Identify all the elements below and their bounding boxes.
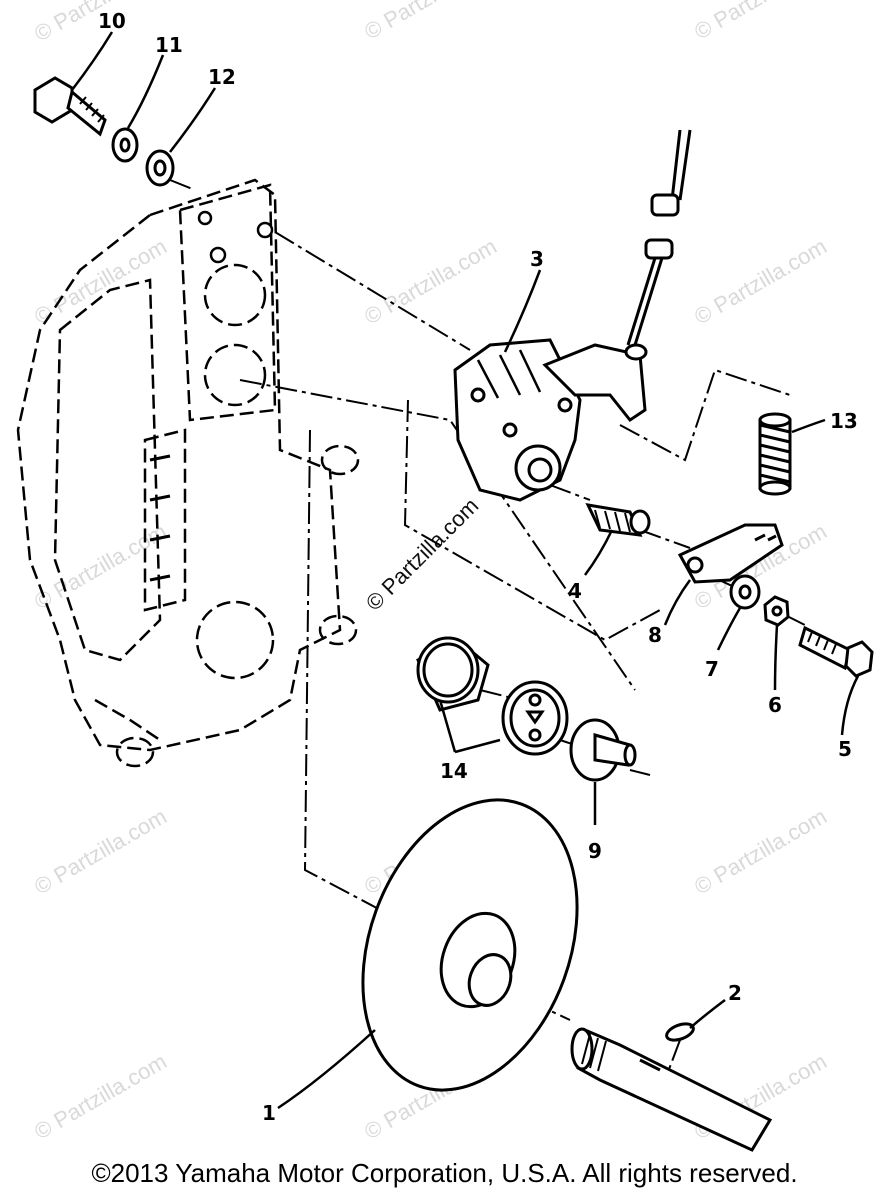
callout-10: 10	[98, 9, 126, 33]
callout-13: 13	[830, 409, 858, 433]
watermark: © Partzilla.com	[690, 804, 831, 900]
callout-2: 2	[728, 981, 742, 1005]
part-5-bolt	[798, 625, 874, 678]
watermark: © Partzilla.com	[690, 0, 831, 44]
callout-4: 4	[568, 579, 582, 603]
callout-6: 6	[768, 693, 782, 717]
watermark: © Partzilla.com	[360, 234, 501, 330]
copyright-notice: ©2013 Yamaha Motor Corporation, U.S.A. A…	[91, 1158, 798, 1188]
part-11-spring-washer	[111, 127, 139, 163]
part-4-worm-gear	[585, 503, 651, 537]
callout-9: 9	[588, 839, 602, 863]
callout-leaders	[71, 31, 860, 1110]
callout-8: 8	[648, 623, 662, 647]
callout-1: 1	[262, 1101, 276, 1125]
part-2-key	[665, 1022, 695, 1042]
throttle-cable	[624, 129, 692, 361]
part-6-nut	[763, 595, 790, 627]
callout-14: 14	[440, 759, 468, 783]
watermark: © Partzilla.com	[690, 234, 831, 330]
watermark: © Partzilla.com	[30, 1049, 171, 1145]
part-12-washer	[145, 149, 175, 187]
crankcase-housing	[16, 178, 360, 768]
callout-11: 11	[155, 33, 183, 57]
callout-labels: 10 11 12 3 13 4 8 7 6 5 14 9 2 1	[98, 9, 858, 1125]
crankcase-fins	[149, 454, 171, 582]
crankcase-bolt-holes	[197, 210, 274, 264]
part-7-washer	[729, 574, 761, 610]
watermark: © Partzilla.com	[360, 0, 501, 44]
part-1-sheave	[361, 798, 579, 1092]
callout-3: 3	[530, 247, 544, 271]
watermark-center: © Partzilla.com	[361, 493, 484, 616]
callout-12: 12	[208, 65, 236, 89]
watermark: © Partzilla.com	[30, 519, 171, 615]
part-3-bracket	[453, 338, 647, 502]
part-14-cap-set	[416, 636, 569, 756]
main-shaft	[570, 1027, 773, 1152]
part-9-shaft-disc	[569, 718, 637, 782]
watermark: © Partzilla.com	[30, 804, 171, 900]
part-8-lever	[677, 523, 784, 584]
part-10-bolt	[33, 76, 107, 137]
callout-7: 7	[705, 657, 719, 681]
callout-5: 5	[838, 737, 852, 761]
part-13-spring	[758, 412, 792, 496]
